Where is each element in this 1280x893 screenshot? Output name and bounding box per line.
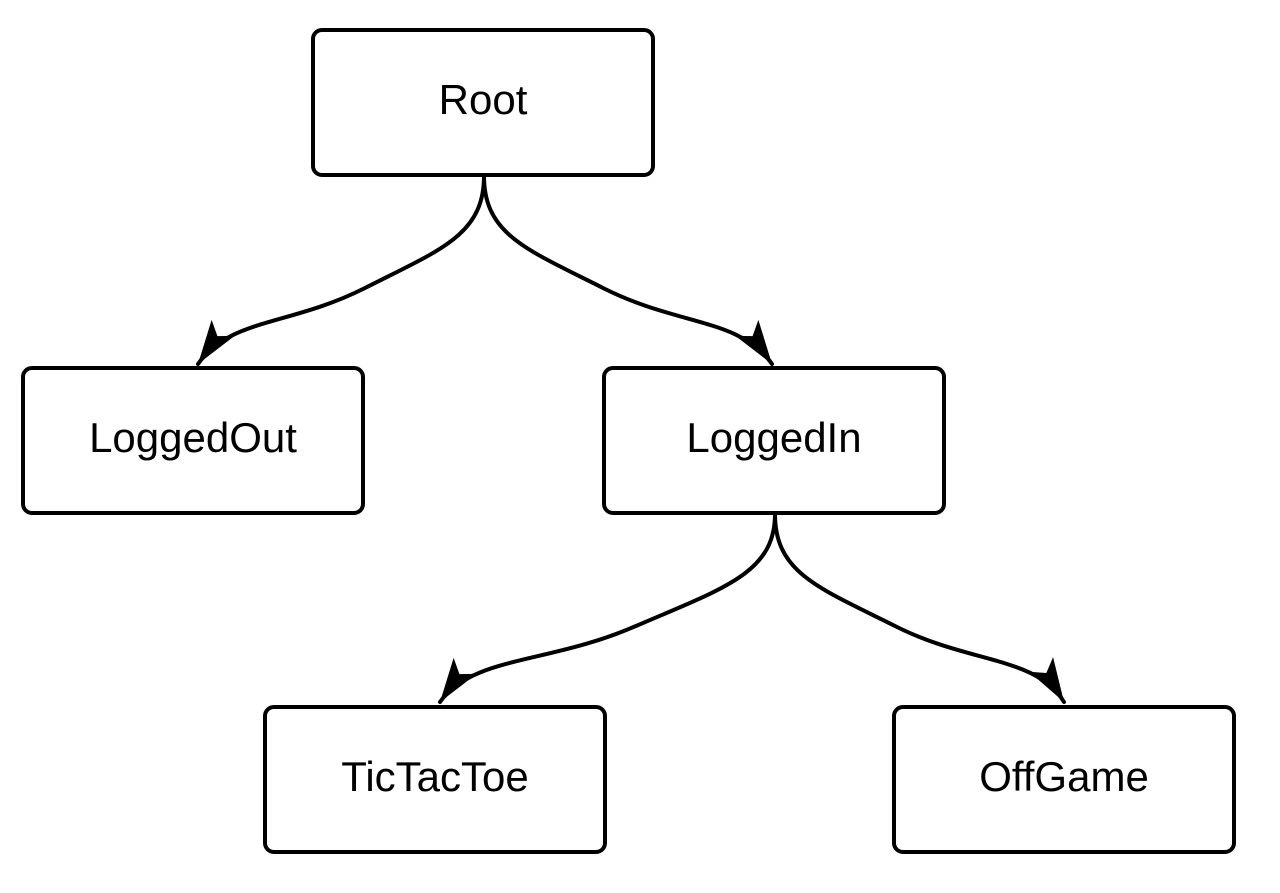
node-loggedin: LoggedIn [602,366,946,515]
node-root-label: Root [438,75,528,123]
node-tictactoe-label: TicTacToe [341,752,529,800]
node-loggedin-label: LoggedIn [686,413,862,461]
node-root: Root [311,28,655,177]
node-tictactoe: TicTacToe [263,705,607,854]
node-offgame-label: OffGame [979,752,1149,800]
node-offgame: OffGame [892,705,1236,854]
node-loggedout: LoggedOut [21,366,365,515]
edge-root-loggedout [196,174,486,366]
edge-loggedin-tictactoe [438,512,777,704]
node-loggedout-label: LoggedOut [89,413,297,461]
edge-loggedin-offgame [773,512,1066,704]
edge-root-loggedin [482,174,774,366]
